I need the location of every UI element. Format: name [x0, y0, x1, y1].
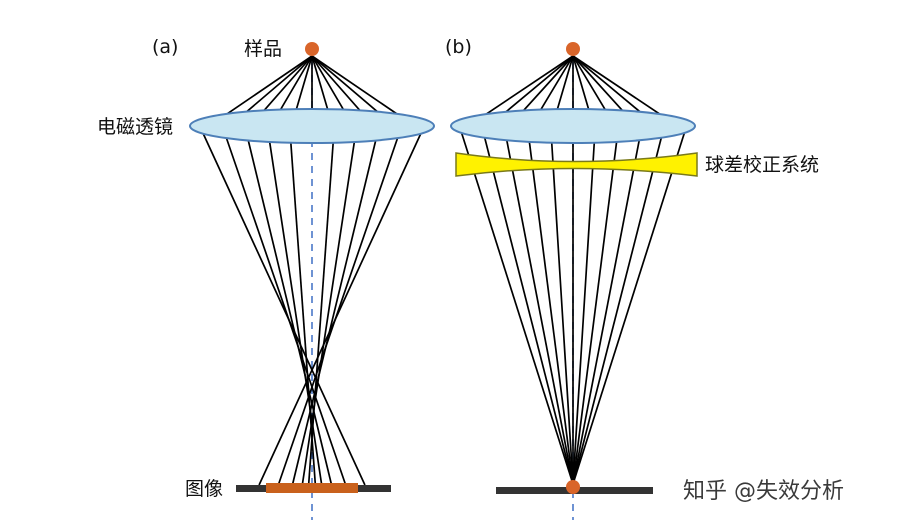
ray-a-lower [223, 130, 347, 486]
spherical-aberration-corrector [455, 152, 698, 177]
ray-b-lower [572, 130, 642, 485]
ray-a-lower [245, 130, 333, 486]
ray-b-lower [504, 130, 574, 485]
panel-b-tag: (b) [445, 36, 472, 58]
electromagnetic-lens-a [189, 108, 435, 144]
panel-b: (b) 球差校正系统 [445, 36, 819, 520]
ray-a-lower [307, 130, 335, 486]
sample-dot-b [566, 42, 580, 56]
lens-label: 电磁透镜 [97, 116, 173, 138]
focused-image-point-b [566, 480, 580, 494]
ray-b-lower [572, 130, 619, 485]
ray-a-lower [258, 130, 423, 486]
ray-a-lower [267, 130, 323, 486]
ray-a-lower [291, 130, 379, 486]
ray-a-lower [301, 130, 357, 486]
panel-a-tag: (a) [152, 36, 178, 58]
ray-b-lower [550, 130, 574, 485]
panel-a: (a) 样品 电磁透镜 图像 [97, 36, 435, 520]
blurred-image-a [266, 483, 358, 493]
ray-b-lower [527, 130, 574, 485]
ray-b-lower [572, 130, 664, 485]
electromagnetic-lens-b [450, 108, 696, 144]
corrector-label: 球差校正系统 [705, 154, 819, 176]
sample-label: 样品 [244, 38, 282, 60]
ray-a-lower [277, 130, 401, 486]
watermark-text: 知乎 @失效分析 [683, 479, 844, 504]
ray-a-lower [201, 130, 366, 486]
ray-b-lower [482, 130, 574, 485]
ray-b-lower [572, 130, 596, 485]
ray-b-lower [572, 130, 686, 485]
image-label: 图像 [185, 478, 223, 500]
ray-b-lower [460, 130, 574, 485]
sample-dot-a [305, 42, 319, 56]
